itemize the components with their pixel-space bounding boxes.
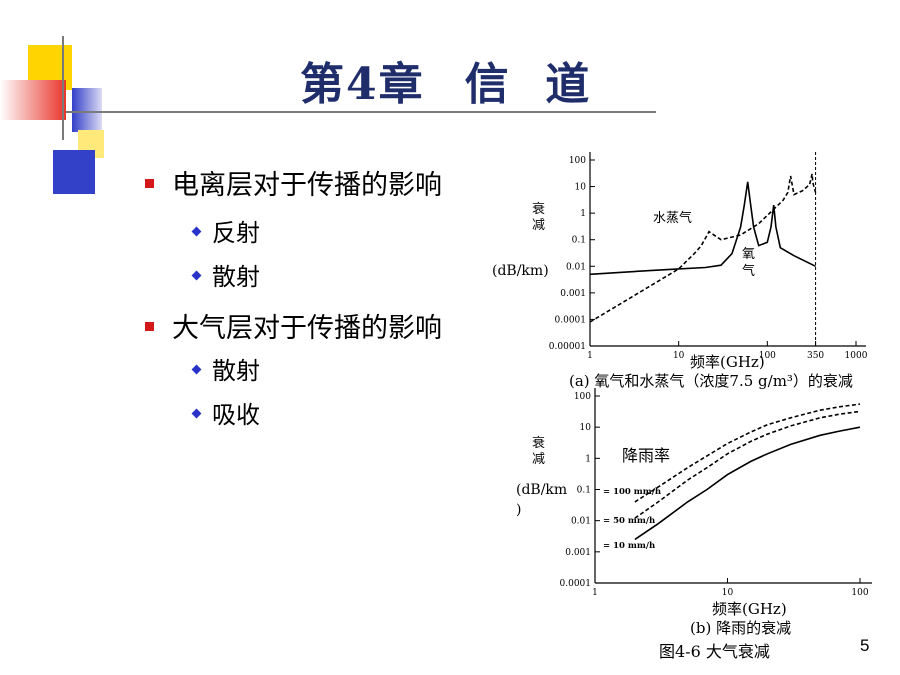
y-tick-label: 0.001: [560, 289, 586, 299]
y-tick-label: 0.001: [565, 548, 591, 558]
y-tick-label: 0.1: [572, 236, 586, 246]
series-line-2: [589, 181, 816, 276]
x-tick-label: 1000: [845, 351, 868, 361]
sub-bullet-scattering-1: 散射: [191, 257, 260, 292]
deco-blue-strip: [72, 88, 102, 132]
y-tick-label: 0.0001: [555, 315, 587, 325]
chart-b-series: = 100 mm/h = 50 mm/h = 10 mm/h: [603, 403, 861, 551]
deco-red-gradient: [0, 80, 66, 120]
x-tick-label: 100: [759, 351, 776, 361]
chart-b-rain-label: 降雨率: [622, 446, 670, 465]
x-tick-label: 10: [722, 588, 734, 598]
y-tick-label: 100: [569, 156, 586, 166]
x-tick-label: 1: [587, 351, 593, 361]
chart-a-ylabel-2: 减: [532, 218, 545, 233]
chart-b-xlabel: 频率(GHz): [712, 600, 787, 618]
title-chapter: 第4章: [300, 59, 425, 110]
chart-a-series: [589, 173, 817, 323]
x-tick-label: 1: [592, 588, 598, 598]
y-tick-label: 1: [580, 209, 586, 219]
chart-a-oxygen-label-2: 气: [742, 263, 755, 279]
series-line-1: [589, 173, 817, 323]
y-tick-label: 0.00001: [549, 342, 586, 352]
square-bullet-icon: [145, 179, 154, 188]
chart-b-caption: (b) 降雨的衰减: [690, 619, 791, 637]
y-tick-label: 100: [574, 392, 591, 402]
bullet-atmosphere: 大气层对于传播的影响: [145, 306, 442, 345]
chart-b-ylabel-unit-2: ): [516, 502, 521, 518]
y-tick-label: 0.01: [571, 517, 591, 527]
chart-a-ylabel-1: 衰: [532, 201, 545, 217]
y-tick-label: 0.01: [566, 262, 586, 272]
y-tick-label: 0.1: [577, 486, 591, 496]
chart-b-axes: [594, 388, 872, 584]
chart-a-oxygen-label-1: 氧: [742, 247, 755, 262]
chart-a-xlabel: 频率(GHz): [690, 353, 765, 371]
series-line-1: [634, 403, 861, 503]
x-tick-label: 10: [673, 351, 685, 361]
page-number: 5: [860, 636, 870, 655]
rain-rate-label-2: = 50 mm/h: [603, 516, 655, 526]
chart-b-ylabel-1: 衰: [532, 435, 545, 451]
title-topic: 信 道: [464, 59, 592, 110]
chart-b-ylabel-unit-1: (dB/km: [516, 482, 567, 498]
chart-a-caption: (a) 氧气和水蒸气（浓度7.5 g/m³）的衰减: [569, 372, 853, 390]
series-line-2: [634, 410, 861, 519]
y-tick-label: 1: [585, 454, 591, 464]
rain-rate-label-3: = 10 mm/h: [603, 541, 655, 551]
sub-bullet-scattering-2: 散射: [191, 351, 260, 386]
chart-a-ylabel-unit: (dB/km): [492, 263, 549, 279]
y-tick-label: 0.0001: [560, 579, 592, 589]
y-tick-label: 10: [575, 183, 587, 193]
sub-bullet-absorption: 吸收: [191, 395, 260, 430]
page-title: 第4章信 道: [300, 48, 591, 112]
title-rule: [66, 111, 656, 113]
x-tick-label: 350: [807, 351, 824, 361]
sub-bullet-reflection: 反射: [191, 213, 260, 248]
y-tick-label: 10: [580, 423, 592, 433]
chart-a-water-label: 水蒸气: [653, 210, 692, 226]
bullet-ionosphere: 电离层对于传播的影响: [145, 163, 442, 202]
series-line-3: [634, 426, 861, 541]
rain-rate-label-1: = 100 mm/h: [603, 487, 661, 497]
x-tick-label: 100: [851, 588, 868, 598]
deco-blue-square: [53, 150, 95, 194]
chart-b-ylabel-2: 减: [532, 452, 545, 467]
deco-vertical-line: [62, 36, 64, 140]
chart-a-axes: [589, 152, 866, 347]
square-bullet-icon: [145, 322, 154, 331]
figure-caption: 图4-6 大气衰减: [659, 642, 770, 661]
